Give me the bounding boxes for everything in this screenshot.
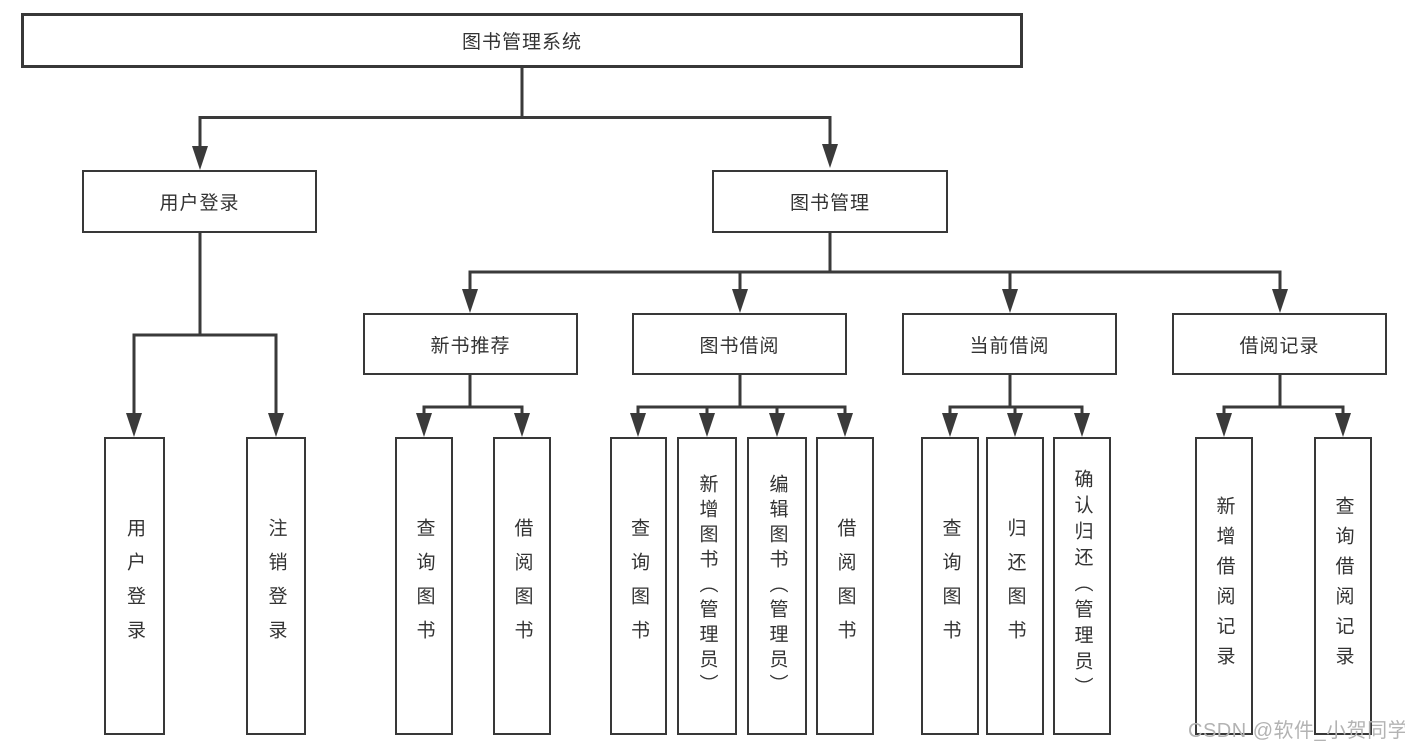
node-root-system: 图书管理系统 [21, 13, 1023, 68]
connector-current-to-leaves [942, 375, 1090, 437]
connector-userlogin-to-leaves [126, 233, 284, 437]
leaf-return-books: 归还图书 [986, 437, 1044, 735]
leaf-query-borrow-record: 查询借阅记录 [1314, 437, 1372, 735]
node-book-management: 图书管理 [712, 170, 948, 233]
leaf-label: 查询图书 [628, 518, 649, 654]
leaf-logout: 注销登录 [246, 437, 306, 735]
leaf-query-books-recommend: 查询图书 [395, 437, 453, 735]
connector-newbook-to-leaves [416, 375, 530, 437]
leaf-user-login: 用户登录 [104, 437, 165, 735]
leaf-label: 借阅图书 [834, 518, 856, 654]
leaf-edit-books-admin: 编辑图书（管理员） [747, 437, 807, 735]
leaf-label: 新增图书（管理员） [696, 473, 718, 699]
node-current-borrow: 当前借阅 [902, 313, 1117, 375]
connector-records-to-leaves [1216, 375, 1351, 437]
node-book-borrow: 图书借阅 [632, 313, 847, 375]
node-user-login: 用户登录 [82, 170, 317, 233]
leaf-query-books-current: 查询图书 [921, 437, 979, 735]
leaf-borrow-books: 借阅图书 [816, 437, 874, 735]
leaf-label: 确认归还（管理员） [1071, 469, 1093, 703]
leaf-label: 归还图书 [1004, 518, 1026, 654]
leaf-add-books-admin: 新增图书（管理员） [677, 437, 737, 735]
leaf-label: 查询图书 [939, 518, 961, 654]
leaf-label: 编辑图书（管理员） [766, 473, 788, 699]
connector-borrow-to-leaves [630, 375, 853, 437]
leaf-borrow-books-recommend: 借阅图书 [493, 437, 551, 735]
leaf-label: 查询图书 [413, 518, 435, 654]
leaf-query-books-borrow: 查询图书 [610, 437, 667, 735]
node-borrow-records: 借阅记录 [1172, 313, 1387, 375]
leaf-label: 用户登录 [124, 518, 145, 654]
leaf-confirm-return-admin: 确认归还（管理员） [1053, 437, 1111, 735]
leaf-label: 新增借阅记录 [1213, 496, 1235, 676]
leaf-add-borrow-record: 新增借阅记录 [1195, 437, 1253, 735]
connector-root-to-level2 [192, 68, 838, 170]
connector-bookmgmt-to-level3 [462, 233, 1288, 313]
csdn-watermark: CSDN @软件_小贺同学 [1188, 720, 1405, 742]
leaf-label: 查询借阅记录 [1332, 496, 1354, 676]
leaf-label: 借阅图书 [511, 518, 533, 654]
node-new-book-recommend: 新书推荐 [363, 313, 578, 375]
leaf-label: 注销登录 [265, 518, 287, 654]
